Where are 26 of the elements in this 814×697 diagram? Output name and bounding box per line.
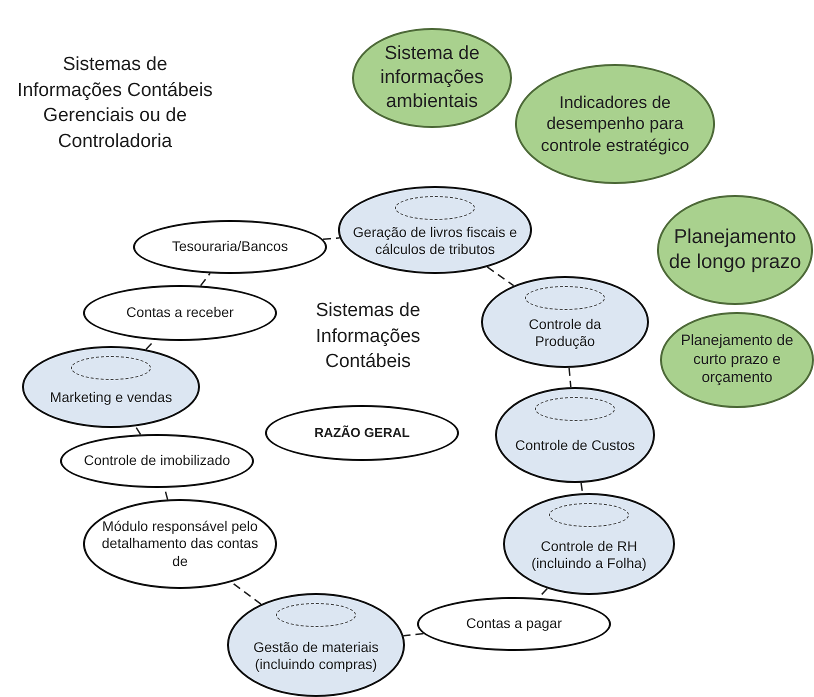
dashed-connector [486, 266, 514, 286]
dashed-connector [230, 582, 262, 605]
node-label: Sistema de informações ambientais [379, 42, 485, 114]
node-label: Controle da Produção [528, 316, 602, 350]
node-label: Geração de livros fiscais e cálculos de tributos [352, 224, 518, 258]
dashed-connector [568, 368, 572, 388]
dashed-connector [200, 272, 211, 286]
dashed-connector [134, 426, 142, 435]
dashed-connector [404, 632, 424, 636]
node-label: Controle de imobilizado [84, 452, 230, 470]
node-label: Contas a receber [126, 304, 234, 322]
node-label: Marketing e vendas [50, 389, 172, 407]
node-label: Contas a pagar [466, 615, 562, 633]
node-label: Módulo responsável pelo detalhamento das contas de [100, 518, 260, 570]
node-label: Controle de RH (incluindo a Folha) [530, 538, 648, 572]
section-heading: Sistemas de Informações Contábeis Gerenciais ou de Controladoria [16, 53, 214, 154]
node-label: Tesouraria/Bancos [172, 238, 288, 256]
dashed-connector [580, 482, 584, 494]
node-label: Indicadores de desempenho para controle estratégico [540, 92, 690, 156]
node-label: RAZÃO GERAL [314, 424, 410, 442]
node-label: Controle de Custos [515, 437, 635, 455]
node-label: Planejamento de curto prazo e orçamento [680, 332, 794, 388]
node-label: Planejamento de longo prazo [668, 225, 802, 275]
section-heading: Sistemas de Informações Contábeis [314, 299, 422, 374]
dashed-connector [322, 237, 340, 240]
node-label: Gestão de materiais (incluindo compras) [252, 638, 380, 674]
